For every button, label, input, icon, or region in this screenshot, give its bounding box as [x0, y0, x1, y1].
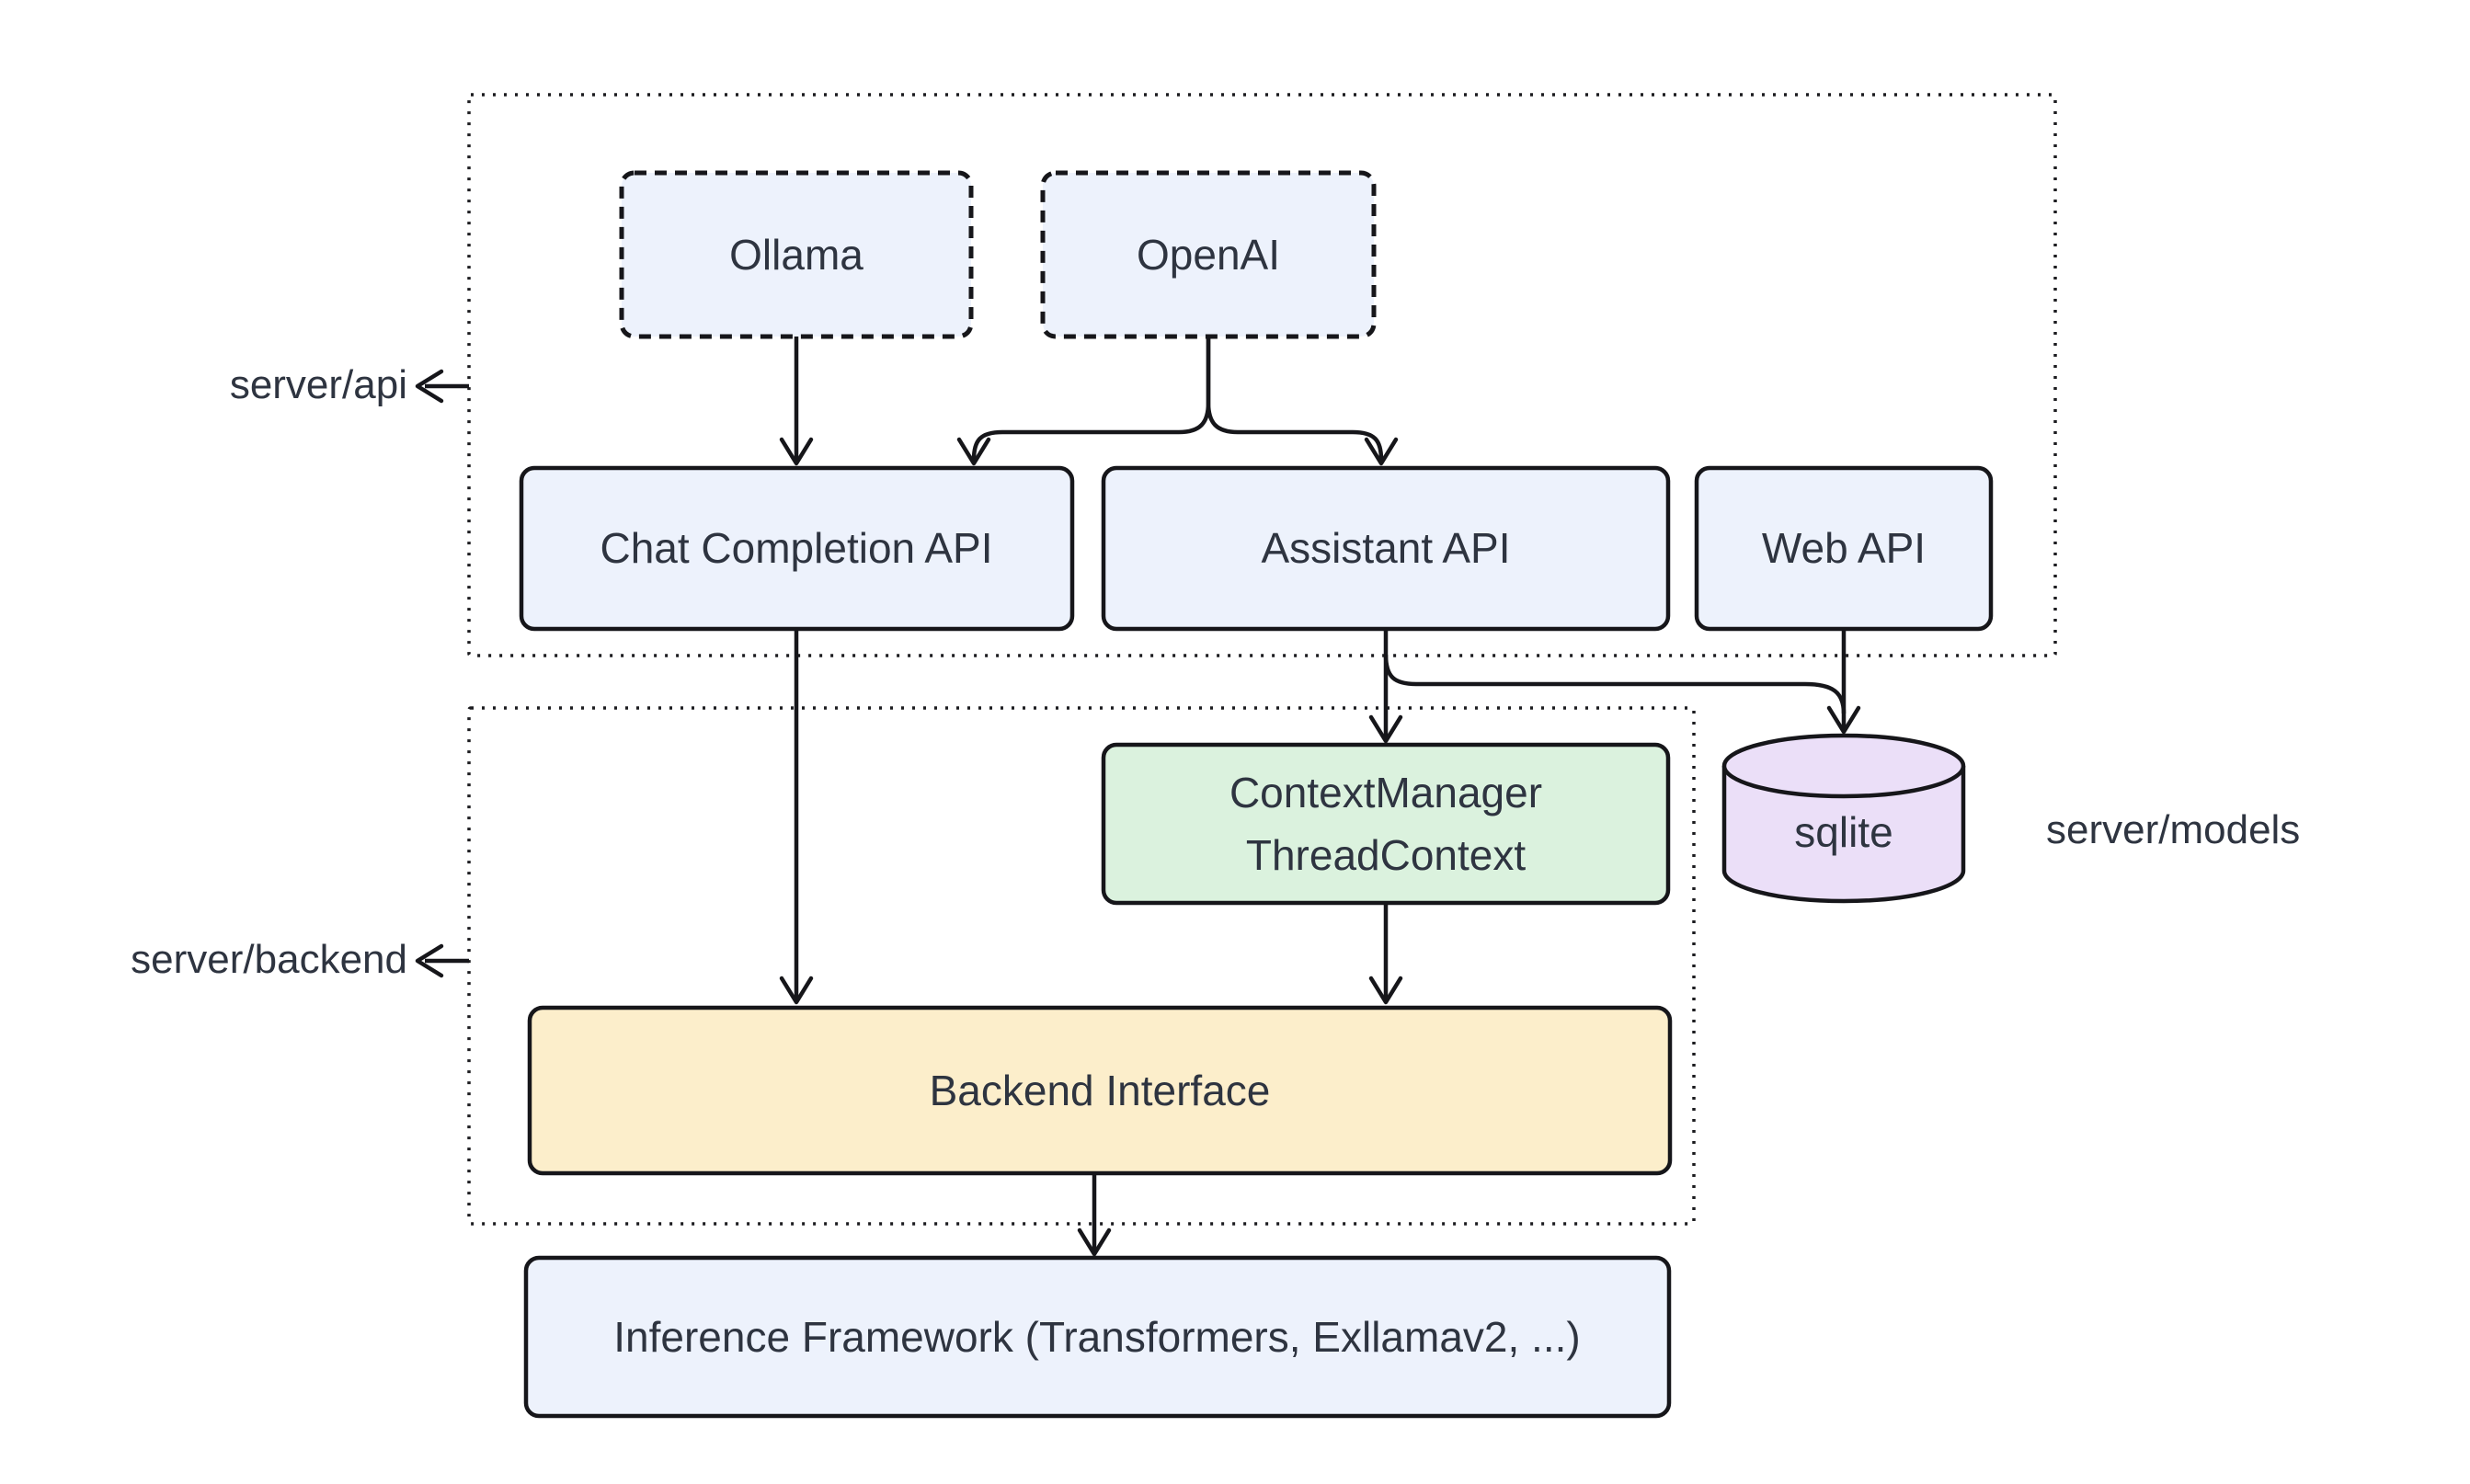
node-chat-completion-api — [519, 465, 1075, 632]
node-sqlite-label: sqlite — [1794, 808, 1893, 856]
node-inference-framework — [523, 1255, 1672, 1419]
node-inference-framework-label: Inference Framework (Transformers, Exlla… — [613, 1313, 1580, 1361]
edge-assistant-api-to-sqlite — [1383, 654, 1847, 714]
arrowhead-context-manager-to-backend-interface — [1368, 976, 1403, 1005]
node-assistant-api-label: Assistant API — [1261, 524, 1510, 572]
arrowhead-backend-interface-to-inference — [1077, 1227, 1112, 1257]
server-models-label: server/models — [2046, 807, 2300, 852]
node-openai — [1040, 170, 1377, 339]
node-backend-interface — [527, 1005, 1673, 1176]
arrowhead-web-api-to-sqlite — [1826, 705, 1861, 735]
server-api-container-border — [467, 93, 2057, 657]
arrowhead-openai-to-assistant-api — [1364, 437, 1399, 466]
arrowhead-assistant-api-to-context-manager — [1368, 714, 1403, 744]
sqlite-cylinder-top — [1721, 733, 1966, 799]
server-api-label: server/api — [230, 362, 407, 407]
node-backend-interface-label: Backend Interface — [930, 1067, 1271, 1114]
arrowhead-openai-to-chat-api — [956, 437, 991, 466]
arrowhead-ollama-to-chat-api — [779, 437, 814, 466]
node-web-api-label: Web API — [1762, 524, 1926, 572]
node-context-manager-line2: ThreadContext — [1246, 831, 1526, 879]
arrowhead-api-label — [415, 369, 444, 404]
node-context-manager-line1: ContextManager — [1229, 769, 1542, 816]
node-context-manager — [1101, 742, 1671, 906]
arrowhead-chat-api-to-backend-interface — [779, 976, 814, 1005]
edge-openai-to-chat-api — [971, 337, 1211, 461]
node-openai-label: OpenAI — [1137, 231, 1280, 279]
node-assistant-api — [1101, 465, 1671, 632]
arrowhead-backend-label — [415, 943, 444, 978]
edge-openai-to-assistant-api — [1206, 337, 1384, 461]
node-chat-completion-api-label: Chat Completion API — [600, 524, 992, 572]
node-ollama-label: Ollama — [729, 231, 863, 279]
node-ollama — [619, 170, 974, 339]
server-backend-container-border — [467, 706, 1696, 1226]
sqlite-cylinder-body — [1721, 766, 1966, 904]
server-backend-label: server/backend — [131, 937, 407, 982]
node-web-api — [1694, 465, 1994, 632]
node-sqlite-cylinder: sqlite — [1721, 733, 1966, 904]
